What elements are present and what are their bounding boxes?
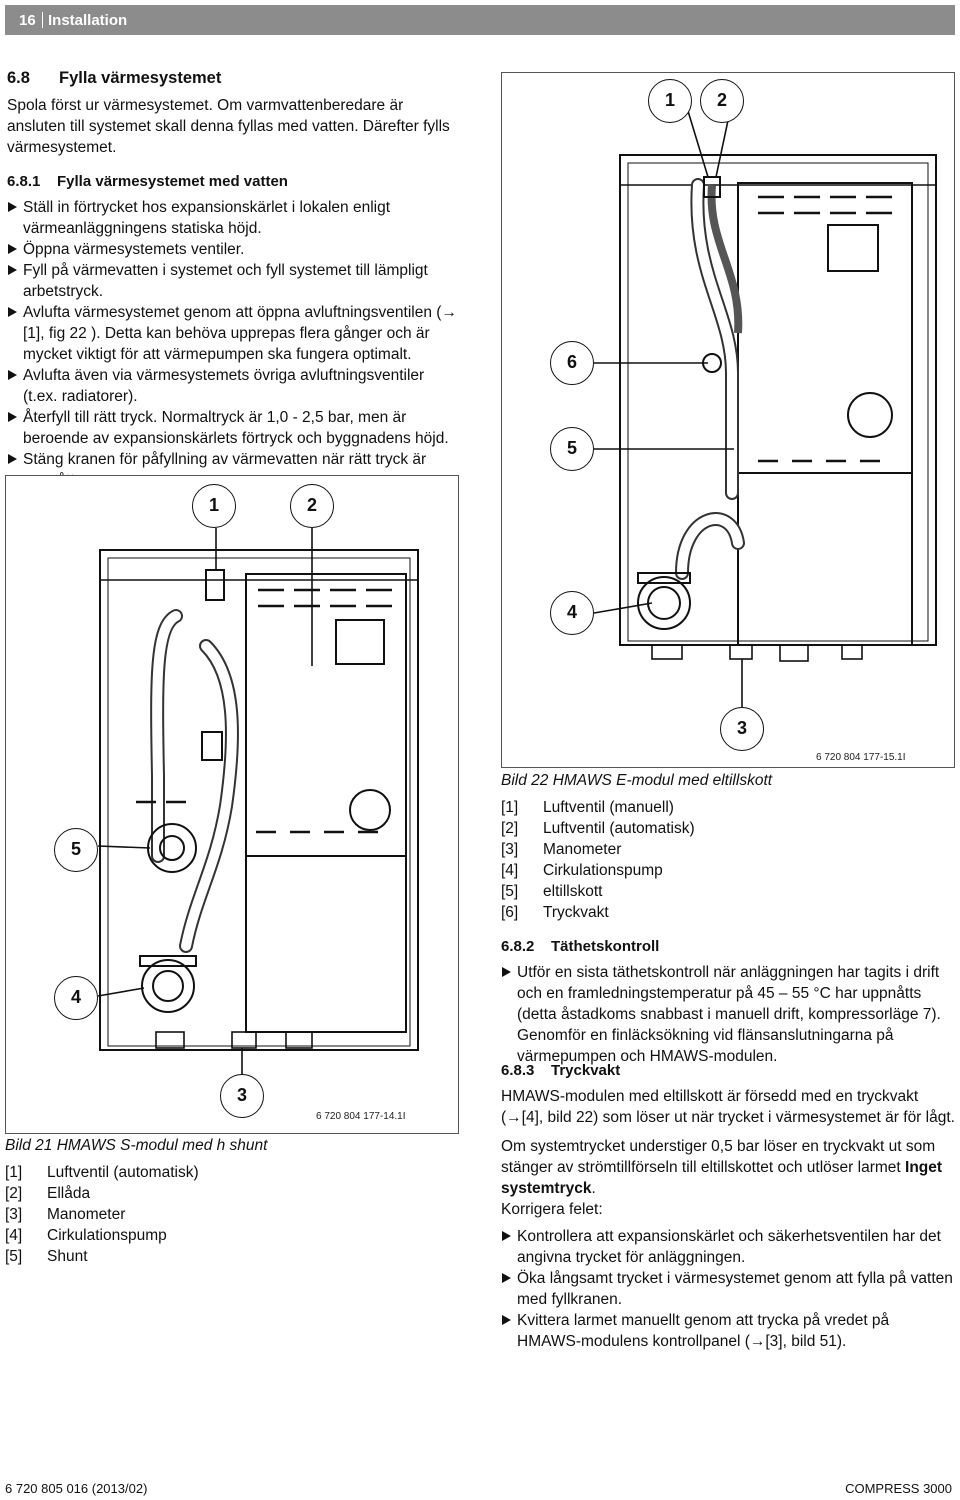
callout-5: 5 — [550, 427, 594, 471]
legend-item: [2]Luftventil (automatisk) — [501, 820, 695, 837]
section-intro: Spola först ur värmesystemet. Om varmvat… — [7, 97, 450, 156]
figure-id: 6 720 804 177-14.1I — [316, 1111, 406, 1122]
callout-3: 3 — [720, 707, 764, 751]
step-list: Ställ in förtrycket hos expansionskärlet… — [7, 197, 459, 491]
figure-21-drawing: 1 2 5 4 3 6 720 804 177-14.1I — [5, 475, 459, 1134]
step-list: Kontrollera att expansionskärlet och säk… — [501, 1226, 955, 1352]
paragraph: Korrigera felet: — [501, 1201, 603, 1218]
callout-6: 6 — [550, 341, 594, 385]
callout-2: 2 — [700, 79, 744, 123]
figure-id: 6 720 804 177-15.1I — [816, 752, 906, 763]
legend-item: [3]Manometer — [5, 1206, 126, 1223]
list-item: Öka långsamt trycket i värmesystemet gen… — [501, 1268, 955, 1310]
list-item: Kvittera larmet manuellt genom att tryck… — [501, 1310, 955, 1352]
callout-4: 4 — [54, 976, 98, 1020]
page-number: 16 — [19, 12, 36, 29]
legend-item: [5]Shunt — [5, 1248, 88, 1265]
callout-2: 2 — [290, 484, 334, 528]
list-item: Öppna värmesystemets ventiler. — [7, 239, 459, 260]
list-item: Avlufta även via värmesystemets övriga a… — [7, 365, 459, 407]
list-item: Utför en sista täthetskontroll när anläg… — [501, 962, 955, 1067]
legend-item: [4]Cirkulationspump — [5, 1227, 167, 1244]
legend-item: [1]Luftventil (automatisk) — [5, 1164, 199, 1181]
header-divider — [42, 12, 43, 28]
list-item: Återfyll till rätt tryck. Normaltryck är… — [7, 407, 459, 449]
step-list: Utför en sista täthetskontroll när anläg… — [501, 962, 955, 1067]
figure-22-legend: Bild 22 HMAWS E-modul med eltillskott [1… — [501, 770, 955, 923]
list-item: Kontrollera att expansionskärlet och säk… — [501, 1226, 955, 1268]
list-item: Ställ in förtrycket hos expansionskärlet… — [7, 197, 459, 239]
figure-22-drawing: 1 2 6 5 4 3 6 720 804 177-15.1I — [501, 72, 955, 768]
hmaws-s-module-drawing — [97, 528, 419, 1078]
hmaws-e-module-drawing — [593, 110, 937, 709]
doc-number: 6 720 805 016 (2013/02) — [5, 1481, 148, 1496]
callout-4: 4 — [550, 591, 594, 635]
figure-21-legend: Bild 21 HMAWS S-modul med h shunt [1]Luf… — [5, 1135, 459, 1267]
paragraph: Om systemtrycket understiger 0,5 bar lös… — [501, 1138, 943, 1197]
alarm-name: Inget systemtryck — [501, 1159, 943, 1197]
callout-5: 5 — [54, 828, 98, 872]
paragraph: HMAWS-modulen med eltillskott är försedd… — [501, 1088, 955, 1126]
legend-item: [5]eltillskott — [501, 883, 603, 900]
header-section-title: Installation — [48, 12, 128, 29]
legend-item: [4]Cirkulationspump — [501, 862, 663, 879]
legend-item: [3]Manometer — [501, 841, 622, 858]
callout-3: 3 — [220, 1074, 264, 1118]
figure-caption: Bild 21 HMAWS S-modul med h shunt — [5, 1137, 268, 1154]
page-header: 16 Installation — [5, 5, 955, 35]
list-item: Fyll på värmevatten i systemet och fyll … — [7, 260, 459, 302]
callout-1: 1 — [192, 484, 236, 528]
callout-1: 1 — [648, 79, 692, 123]
figure-caption: Bild 22 HMAWS E-modul med eltillskott — [501, 772, 773, 789]
legend-item: [6]Tryckvakt — [501, 904, 609, 921]
legend-item: [1]Luftventil (manuell) — [501, 799, 674, 816]
product-name: COMPRESS 3000 — [845, 1481, 952, 1496]
legend-item: [2]Ellåda — [5, 1185, 91, 1202]
list-item: Avlufta värmesystemet genom att öppna av… — [7, 302, 459, 365]
